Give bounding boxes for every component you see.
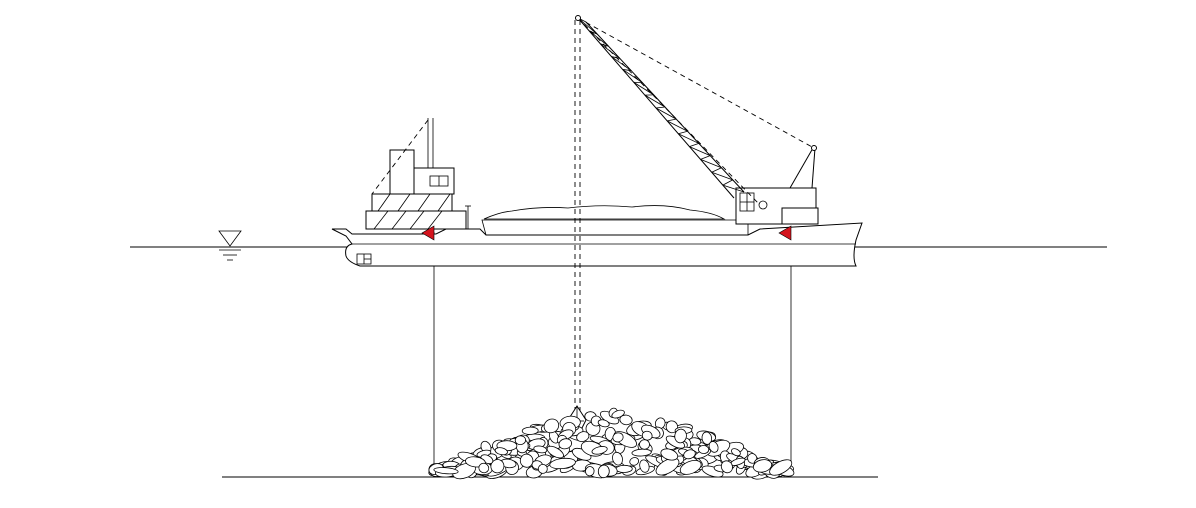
rock: [585, 466, 595, 477]
rock: [591, 446, 608, 455]
rock: [597, 464, 610, 479]
rock: [747, 453, 758, 464]
water-level-symbol: [218, 230, 242, 261]
boom-rung: [678, 130, 688, 135]
rock: [612, 432, 624, 443]
boom-brace: [655, 107, 677, 120]
boom-brace: [644, 94, 666, 108]
boom-brace: [622, 69, 643, 84]
anchor-spud-lines: [433, 232, 792, 477]
boom-brace: [689, 146, 711, 156]
boom-rung: [722, 179, 733, 186]
boom-rung: [622, 69, 632, 71]
boom-brace: [633, 81, 654, 96]
boom-brace: [666, 120, 688, 132]
rock: [629, 457, 640, 466]
rock: [720, 460, 733, 474]
boom-rung: [711, 167, 722, 173]
rock: [665, 420, 679, 434]
rock: [639, 439, 650, 450]
boom-brace: [588, 30, 609, 47]
boom-rung: [655, 106, 666, 109]
boom-rung: [667, 118, 677, 122]
rock: [769, 459, 793, 476]
rock: [549, 457, 576, 470]
rock: [521, 426, 539, 435]
rock: [655, 457, 680, 476]
rock: [683, 449, 696, 460]
rock: [519, 453, 534, 468]
rock: [514, 435, 526, 446]
rock: [660, 448, 679, 461]
rock: [533, 445, 548, 454]
rock: [537, 463, 548, 474]
rock: [674, 428, 687, 444]
rock-mound: [428, 407, 795, 480]
rock: [546, 445, 564, 459]
boom-brace: [722, 184, 745, 193]
boom-brace: [700, 159, 722, 169]
boom-brace: [711, 171, 733, 181]
rock: [708, 441, 719, 453]
rock: [615, 464, 633, 473]
rock: [478, 462, 490, 474]
boom-brace: [611, 56, 632, 71]
boom-brace: [678, 133, 700, 144]
crane-boom-lattice: [577, 17, 745, 199]
rock: [698, 445, 710, 454]
bridge-superstructure: [365, 118, 471, 230]
crawler-crane: [735, 145, 819, 225]
rock: [494, 447, 508, 456]
rock: [612, 451, 623, 466]
boom-rung: [689, 143, 699, 147]
anchor-marker-bow: [421, 225, 435, 241]
rock: [752, 459, 773, 473]
rock: [639, 459, 650, 473]
barge-hull: [331, 219, 863, 267]
rock: [679, 460, 702, 475]
rock: [597, 419, 610, 428]
boom-rung: [700, 155, 711, 160]
cargo-stockpile: [483, 205, 726, 220]
boom-rung: [611, 56, 620, 59]
rock: [576, 431, 590, 442]
rock: [619, 414, 633, 426]
rock: [543, 418, 560, 434]
rock: [731, 448, 741, 457]
rock: [433, 467, 459, 475]
rock: [701, 431, 713, 445]
rock: [558, 438, 573, 450]
anchor-marker-stern: [778, 225, 792, 241]
crane-hoist-lines: [574, 15, 815, 412]
rock: [631, 448, 652, 457]
